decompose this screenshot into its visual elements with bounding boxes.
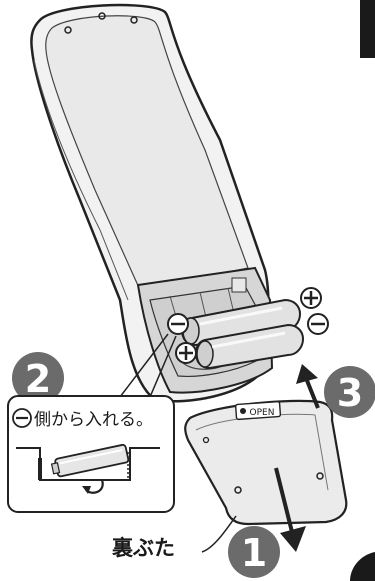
back-cover: OPEN xyxy=(184,399,348,526)
callout-text: 側から入れる。 xyxy=(34,410,153,430)
step-badge-1: 1 xyxy=(228,526,280,578)
step-badge-3: 3 xyxy=(324,366,375,418)
mini-battery xyxy=(50,443,130,478)
back-cover-label: 裏ぶた xyxy=(111,536,175,560)
minus-icon xyxy=(307,313,329,335)
screw-hole xyxy=(98,12,106,20)
arrow-down-icon xyxy=(274,467,306,552)
screw-hole xyxy=(202,436,210,444)
arrow-up-icon xyxy=(296,364,320,409)
svg-text:3: 3 xyxy=(337,371,363,415)
svg-text:2: 2 xyxy=(25,357,51,401)
screw-hole xyxy=(316,472,324,480)
screw-hole xyxy=(130,16,138,24)
callout-leader xyxy=(119,333,177,398)
plus-icon xyxy=(175,342,197,364)
battery-bottom xyxy=(194,323,305,370)
minus-icon xyxy=(167,313,189,335)
insert-direction-callout: 側から入れる。 xyxy=(7,395,175,513)
svg-text:OPEN: OPEN xyxy=(250,408,275,418)
svg-text:1: 1 xyxy=(241,531,267,575)
screw-hole xyxy=(234,486,242,494)
edge-badge-partial xyxy=(350,552,375,581)
page-edge-tab xyxy=(360,0,375,58)
open-tab: OPEN xyxy=(234,400,282,421)
minus-icon xyxy=(12,408,32,428)
screw-hole xyxy=(64,26,72,34)
plus-icon xyxy=(300,287,322,309)
step-badge-2: 2 xyxy=(12,352,64,404)
back-cover-leader xyxy=(201,515,237,553)
